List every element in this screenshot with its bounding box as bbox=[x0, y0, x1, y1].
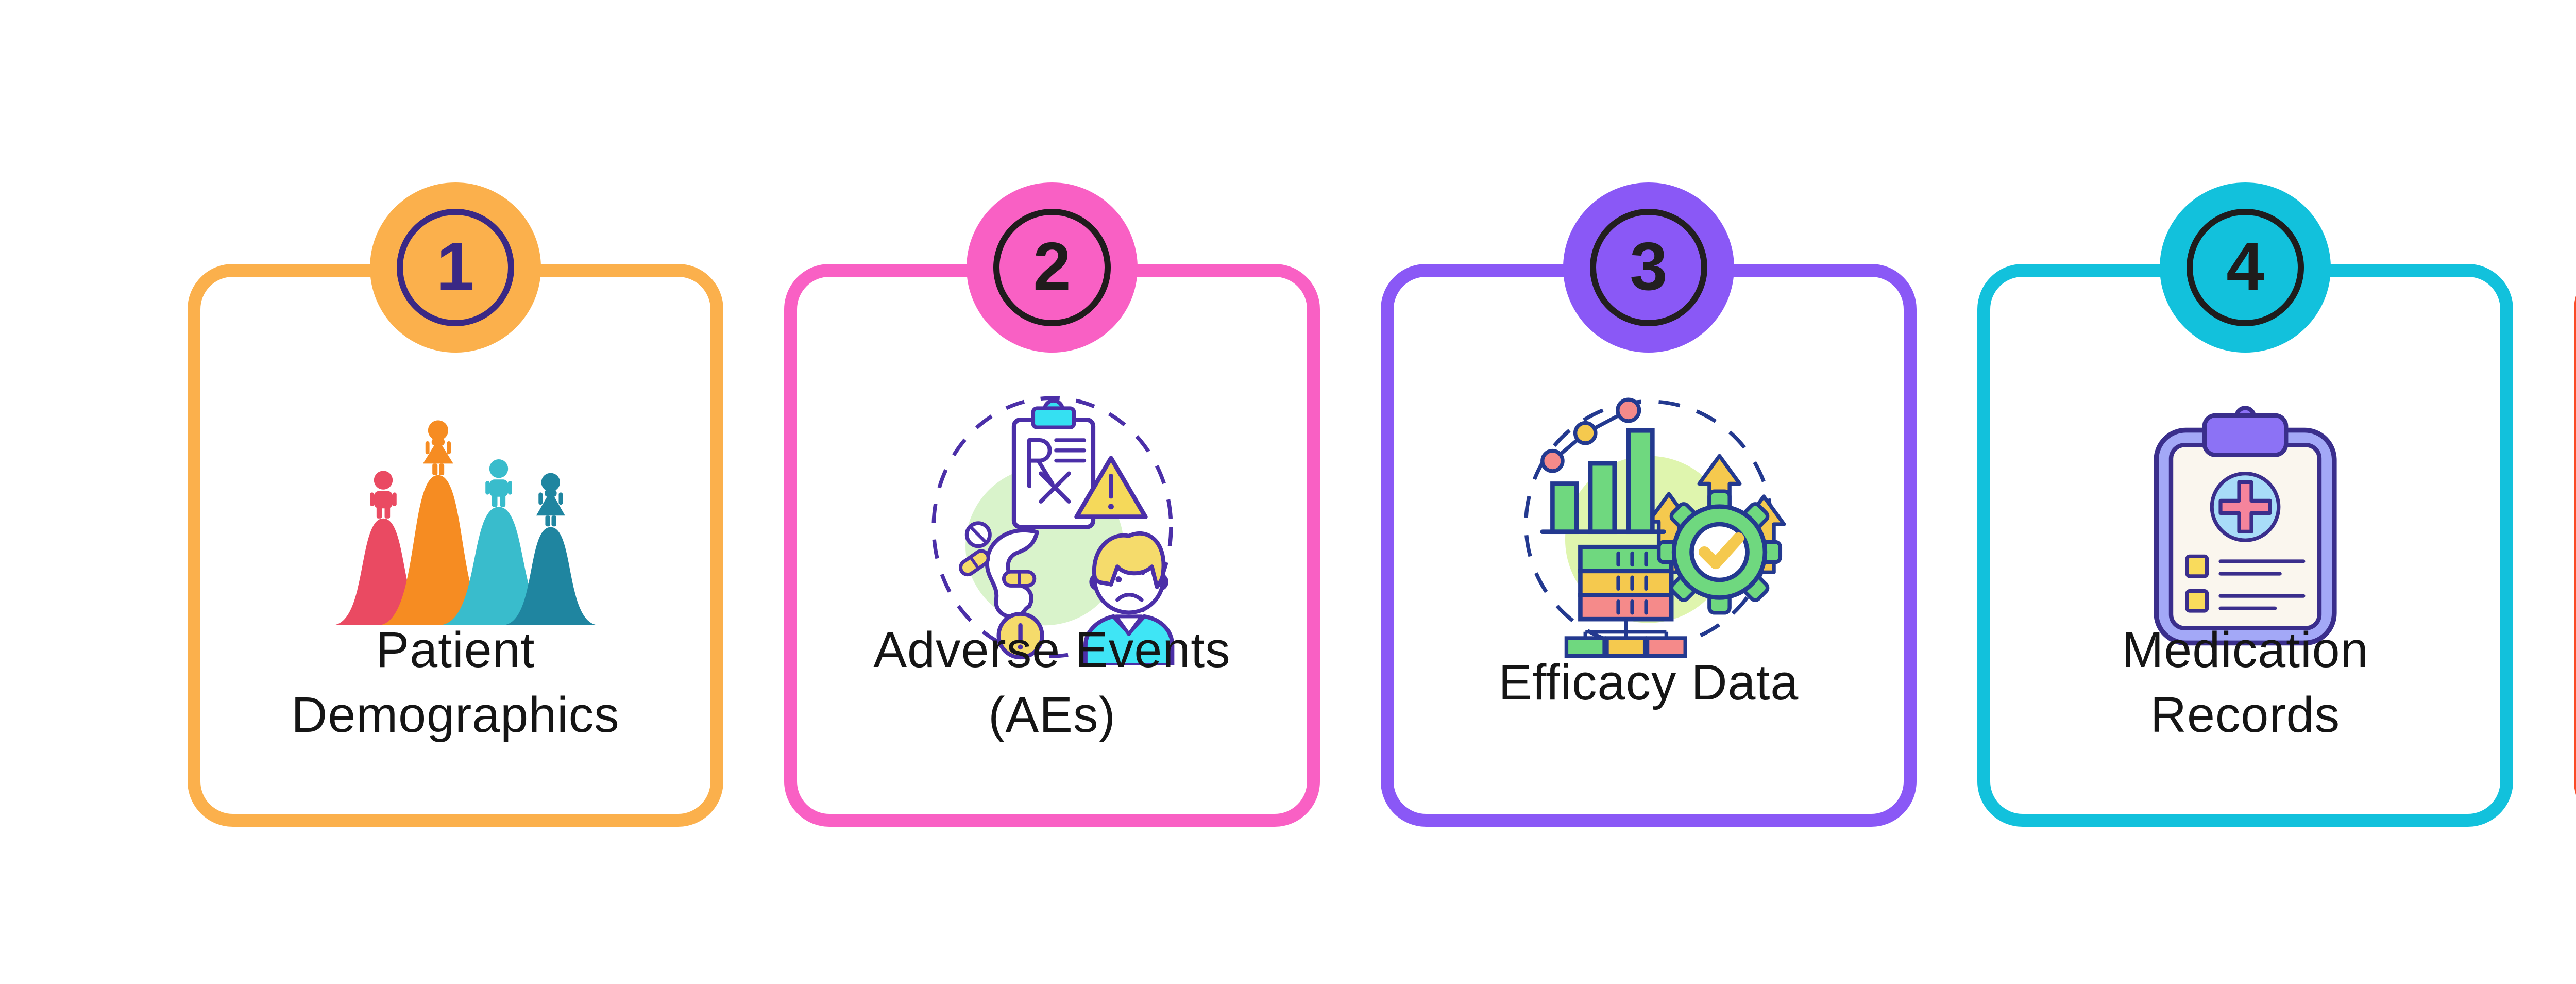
badge-number: 2 bbox=[1033, 228, 1071, 304]
sad-patient-boy bbox=[1083, 531, 1174, 665]
person-female-orange bbox=[423, 420, 453, 475]
icon-area bbox=[200, 380, 710, 669]
badge-number: 1 bbox=[436, 228, 474, 304]
card-label: Medication Records bbox=[2003, 605, 2487, 760]
badge-number: 3 bbox=[1630, 228, 1668, 304]
check-mark bbox=[1698, 532, 1744, 570]
label-line-1: Adverse Events bbox=[873, 621, 1231, 678]
label-line-2: (AEs) bbox=[988, 687, 1116, 743]
card-medication-records: 4 bbox=[1977, 182, 2513, 827]
gear-check bbox=[1656, 489, 1783, 615]
card-label: Patient Demographics bbox=[213, 605, 698, 760]
label-line-1: Efficacy Data bbox=[1498, 654, 1799, 710]
medication-records-icon bbox=[2154, 406, 2337, 646]
icon-area bbox=[797, 380, 1307, 669]
badge-number: 4 bbox=[2226, 228, 2264, 304]
efficacy-data-icon bbox=[1524, 397, 1786, 658]
card-laboratory-results: 5 bbox=[2574, 264, 2576, 827]
alert-circle bbox=[996, 611, 1044, 659]
bell-curve-darkteal bbox=[501, 527, 600, 625]
step-badge-1: 1 bbox=[370, 182, 541, 353]
trend-line-dots bbox=[1540, 397, 1641, 473]
icon-area bbox=[1394, 380, 1904, 669]
step-badge-3: 3 bbox=[1563, 182, 1734, 353]
medical-cross-emblem bbox=[2210, 472, 2281, 542]
badge-ring: 2 bbox=[993, 209, 1111, 326]
label-line-2: Demographics bbox=[291, 687, 620, 743]
step-badge-4: 4 bbox=[2160, 182, 2331, 353]
person-female-darkteal bbox=[536, 473, 565, 527]
badge-ring: 4 bbox=[2187, 209, 2304, 326]
checklist bbox=[2185, 554, 2306, 613]
label-line-2: Records bbox=[2150, 687, 2341, 743]
card-efficacy-data: 3 bbox=[1381, 182, 1917, 827]
step-badge-2: 2 bbox=[967, 182, 1138, 353]
person-male-red bbox=[370, 471, 397, 519]
card-label: Adverse Events (AEs) bbox=[810, 605, 1294, 760]
bar-chart bbox=[1540, 428, 1666, 535]
cards-row: 1 bbox=[0, 182, 2576, 827]
label-line-1: Patient bbox=[376, 621, 535, 678]
card-patient-demographics: 1 bbox=[188, 182, 723, 827]
warning-triangle bbox=[1074, 455, 1148, 519]
person-male-teal bbox=[485, 459, 512, 507]
capsule-pill bbox=[958, 548, 990, 576]
hierarchy-flow bbox=[1564, 619, 1687, 658]
badge-ring: 3 bbox=[1590, 209, 1707, 326]
clipboard-clip bbox=[2202, 413, 2289, 457]
patient-demographics-icon bbox=[331, 420, 600, 625]
icon-area bbox=[1990, 380, 2500, 669]
card-label: Efficacy Data bbox=[1406, 605, 1891, 760]
badge-ring: 1 bbox=[397, 209, 514, 326]
card-adverse-events: 2 bbox=[784, 182, 1320, 827]
frown-mouth bbox=[1115, 592, 1144, 602]
head-profile bbox=[985, 528, 1039, 619]
rx-clipboard bbox=[1011, 398, 1095, 529]
adverse-events-icon bbox=[931, 396, 1174, 665]
boy-hair bbox=[1092, 531, 1165, 589]
label-line-1: Medication bbox=[2122, 621, 2369, 678]
